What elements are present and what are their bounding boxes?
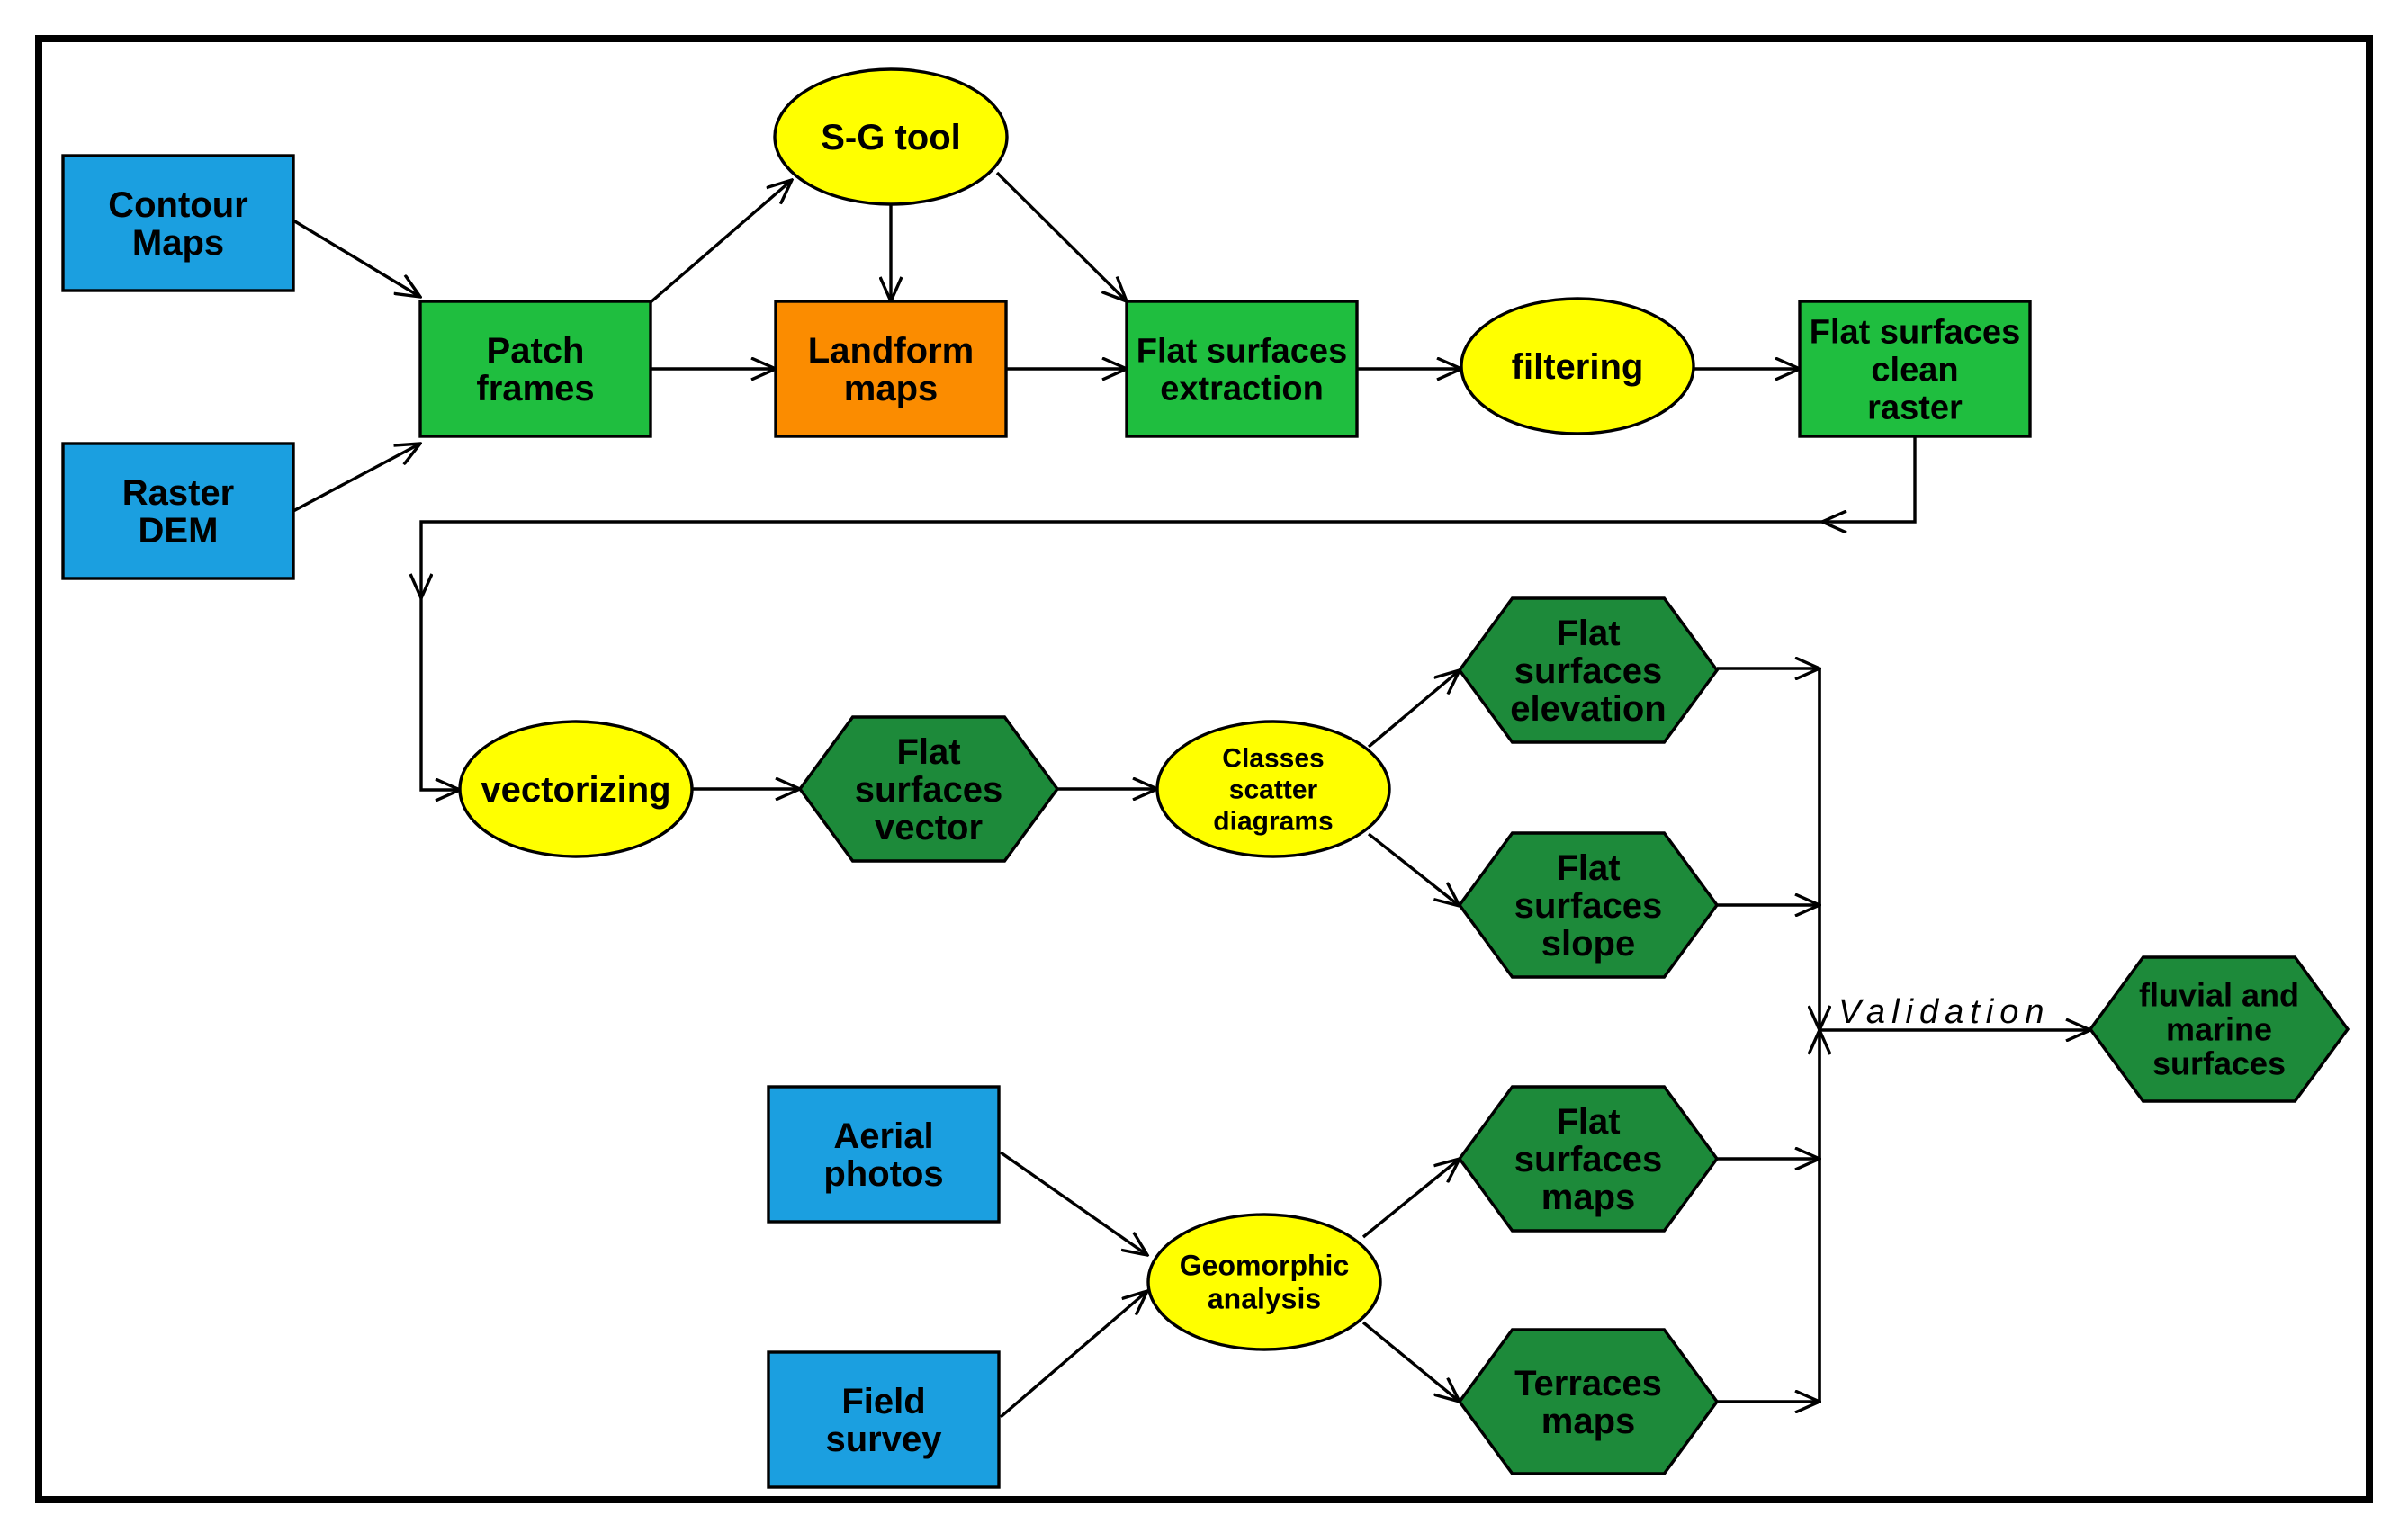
vectorizing-ellipse-shape (458, 720, 694, 858)
aerial-rect-shape (767, 1085, 1001, 1224)
fsmaps-label-line: Flat (1556, 1102, 1620, 1142)
fsslope-label-line: slope (1541, 924, 1635, 964)
extract-label-line: extraction (1160, 370, 1324, 408)
classes-label-line: Classes (1222, 744, 1324, 774)
terraces-hexagon-shape (1457, 1328, 1720, 1475)
landform-label-line: maps (844, 369, 939, 408)
clean-label-line: clean (1871, 351, 1958, 389)
fluvial-label-line: surfaces (2152, 1045, 2286, 1082)
fluvial-label-line: fluvial and (2139, 977, 2299, 1014)
fluvial-hexagon-shape (2088, 955, 2350, 1103)
fselev-label-line: elevation (1510, 689, 1666, 729)
arrow-return-to-left (421, 520, 1822, 598)
landform-label-line: Landform (808, 331, 974, 371)
raster-label-line: DEM (139, 511, 219, 551)
fsvector-label-line: vector (875, 808, 983, 847)
arrow-geomorphic-to-terraces (1361, 1321, 1460, 1402)
field-label-line: survey (826, 1420, 943, 1459)
arrow-patch-to-sg (649, 180, 792, 304)
classes-ellipse-shape (1155, 720, 1391, 858)
sg-ellipse-shape (773, 67, 1009, 206)
clean-rect-shape (1798, 300, 2032, 438)
field-rect-shape (767, 1350, 1001, 1489)
fsslope-label-line: surfaces (1514, 886, 1663, 926)
arrow-raster-to-patch (292, 444, 420, 513)
fselev-label-line: Flat (1556, 614, 1620, 653)
arrow-classes-to-slope (1367, 832, 1460, 906)
extract-label-line: Flat surfaces (1137, 332, 1347, 370)
terraces-label-line: maps (1541, 1402, 1636, 1441)
classes-label-line: diagrams (1213, 807, 1333, 837)
node-filtering: filtering (1460, 297, 1695, 435)
geomorph-ellipse-shape (1146, 1213, 1382, 1351)
geomorph-label-line: analysis (1208, 1283, 1321, 1315)
fsvector-label-line: surfaces (855, 770, 1003, 810)
fsvector-hexagon-shape (797, 715, 1060, 863)
arrow-aerial-to-geomorphic (1000, 1151, 1147, 1255)
filtering-label-line: filtering (1512, 347, 1644, 387)
arrow-clean-return (1822, 436, 1917, 522)
contour-label-line: Maps (132, 223, 224, 263)
arrow-field-to-geomorphic (999, 1291, 1147, 1419)
fsmaps-hexagon-shape (1457, 1085, 1720, 1233)
landform-rect-shape (774, 300, 1008, 438)
fsvector-label-line: Flat (896, 732, 960, 772)
arrow-to-vectorizing (419, 598, 460, 790)
arrow-contour-to-patch (292, 219, 420, 297)
clean-label-line: raster (1867, 389, 1963, 426)
fsslope-label-line: Flat (1556, 848, 1620, 888)
fselev-hexagon-shape (1457, 596, 1720, 744)
arrow-sg-to-extraction (995, 171, 1127, 301)
clean-label-line: Flat surfaces (1810, 313, 2020, 351)
fsslope-hexagon-shape (1457, 831, 1720, 979)
raster-label-line: Raster (122, 473, 235, 513)
field-label-line: Field (841, 1382, 925, 1421)
terraces-label-line: Terraces (1514, 1364, 1662, 1403)
aerial-label-line: photos (823, 1154, 943, 1194)
geomorph-label-line: Geomorphic (1180, 1250, 1349, 1282)
vectorizing-label-line: vectorizing (481, 770, 670, 810)
filtering-ellipse-shape (1460, 297, 1695, 435)
fselev-label-line: surfaces (1514, 651, 1663, 691)
patch-label-line: frames (476, 369, 594, 408)
contour-rect-shape (61, 154, 295, 292)
extract-rect-shape (1125, 300, 1359, 438)
arrow-classes-to-elevation (1367, 670, 1460, 749)
fluvial-label-line: marine (2166, 1011, 2272, 1048)
contour-label-line: Contour (108, 185, 248, 225)
patch-label-line: Patch (487, 331, 585, 371)
patch-rect-shape (418, 300, 652, 438)
node-sg: S-G tool (773, 67, 1009, 206)
fsmaps-label-line: maps (1541, 1178, 1636, 1217)
node-vectorizing: vectorizing (458, 720, 694, 858)
classes-label-line: scatter (1229, 775, 1318, 805)
raster-rect-shape (61, 442, 295, 580)
sg-label-line: S-G tool (821, 118, 961, 157)
connector-lines (292, 171, 2090, 1419)
aerial-label-line: Aerial (833, 1116, 933, 1156)
arrow-geomorphic-to-maps (1361, 1159, 1460, 1239)
validation-label: Validation (1838, 993, 2051, 1031)
fsmaps-label-line: surfaces (1514, 1140, 1663, 1179)
